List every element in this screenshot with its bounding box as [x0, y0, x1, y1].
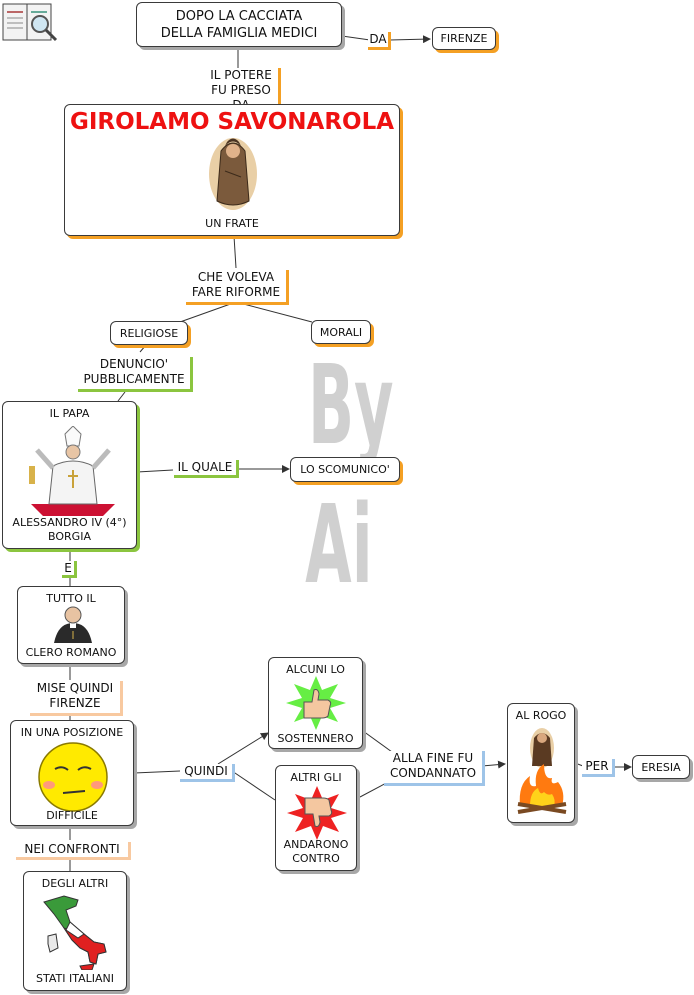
clero-top-label: TUTTO IL — [46, 592, 96, 605]
link-quindi: QUINDI — [180, 764, 235, 782]
pope-icon — [29, 426, 115, 516]
bonfire-icon — [517, 728, 567, 814]
watermark-by: By — [308, 341, 394, 469]
rogo-label: AL ROGO — [515, 709, 567, 722]
node-eresia[interactable]: ERESIA — [632, 755, 690, 779]
node-posizione-difficile[interactable]: IN UNA POSIZIONE DIFFICILE — [10, 720, 134, 826]
sostennero-bottom-label: SOSTENNERO — [277, 732, 354, 745]
stati-top-label: DEGLI ALTRI — [41, 877, 109, 890]
link-da: DA — [368, 32, 391, 50]
friar-caption: UN FRATE — [205, 217, 259, 230]
node-lo-scomunico[interactable]: LO SCOMUNICO' — [290, 457, 400, 482]
link-che-voleva: CHE VOLEVA FARE RIFORME — [186, 270, 289, 305]
stati-bottom-label: STATI ITALIANI — [36, 972, 114, 985]
friar-icon — [209, 138, 257, 210]
watermark-ai: Ai — [305, 481, 373, 609]
pope-name: ALESSANDRO IV (4°) BORGIA — [12, 516, 127, 543]
node-firenze[interactable]: FIRENZE — [432, 27, 496, 50]
node-andarono-contro[interactable]: ALTRI GLI ANDARONO CONTRO — [275, 765, 357, 871]
link-il-potere: IL POTERE FU PRESO DA — [204, 68, 281, 104]
link-nei-confronti: NEI CONFRONTI — [16, 842, 131, 860]
priest-icon — [54, 606, 92, 643]
node-stati-italiani[interactable]: DEGLI ALTRI STATI ITALIANI — [23, 871, 127, 991]
node-religiose[interactable]: RELIGIOSE — [110, 321, 188, 345]
thumbs-down-icon — [287, 786, 347, 840]
contro-top-label: ALTRI GLI — [290, 771, 342, 784]
node-dopo-la-cacciata[interactable]: DOPO LA CACCIATA DELLA FAMIGLIA MEDICI — [136, 2, 342, 47]
contro-bottom-label: ANDARONO CONTRO — [283, 838, 349, 865]
node-clero-romano[interactable]: TUTTO IL CLERO ROMANO — [17, 586, 125, 664]
savonarola-title: GIROLAMO SAVONAROLA — [69, 109, 395, 135]
book-magnifier-icon — [2, 3, 58, 42]
posizione-top-label: IN UNA POSIZIONE — [20, 726, 124, 739]
clero-bottom-label: CLERO ROMANO — [25, 646, 117, 659]
link-il-quale: IL QUALE — [174, 460, 239, 478]
link-mise-quindi: MISE QUINDI FIRENZE — [30, 681, 123, 716]
node-al-rogo[interactable]: AL ROGO — [507, 703, 575, 823]
posizione-bottom-label: DIFFICILE — [46, 809, 98, 822]
worried-face-icon — [38, 742, 108, 812]
link-per: PER — [582, 759, 615, 777]
sostennero-top-label: ALCUNI LO — [286, 663, 345, 676]
node-il-papa[interactable]: IL PAPA ALESSANDRO IV (4°) BORGIA — [2, 401, 137, 549]
pope-label: IL PAPA — [49, 407, 90, 420]
thumbs-up-icon — [286, 676, 346, 730]
link-denuncio: DENUNCIO' PUBBLICAMENTE — [78, 357, 193, 392]
node-girolamo-savonarola[interactable]: GIROLAMO SAVONAROLA UN FRATE — [64, 104, 400, 236]
node-morali[interactable]: MORALI — [311, 320, 371, 344]
link-e: E — [62, 561, 77, 578]
link-alla-fine: ALLA FINE FU CONDANNATO — [384, 751, 485, 786]
italy-map-icon — [43, 895, 107, 970]
node-sostennero[interactable]: ALCUNI LO SOSTENNERO — [268, 657, 363, 749]
